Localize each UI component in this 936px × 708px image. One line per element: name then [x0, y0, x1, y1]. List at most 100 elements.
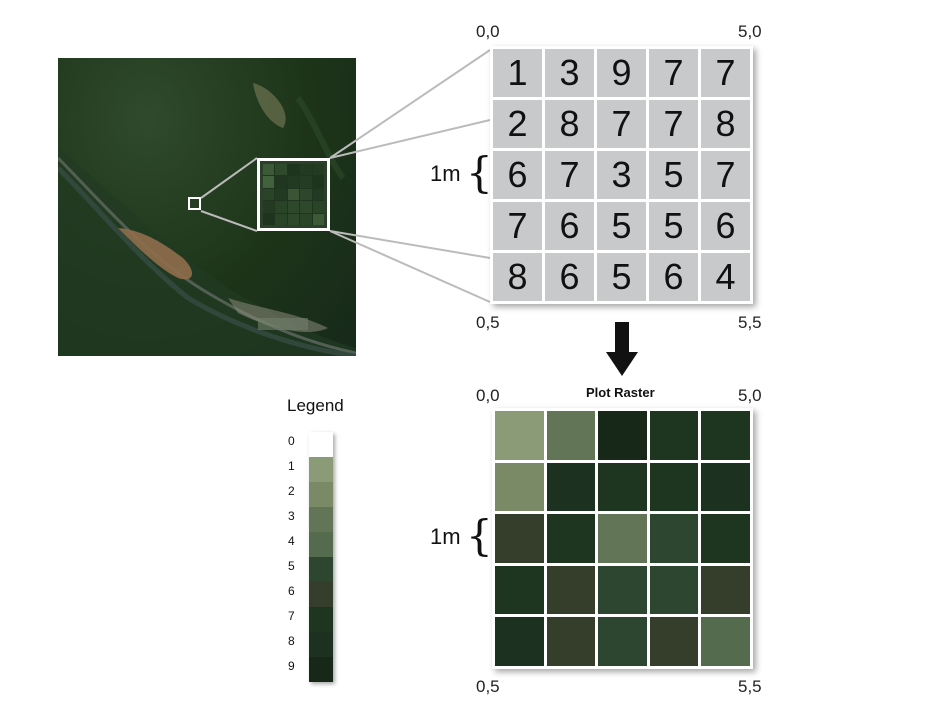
raster-cell — [495, 617, 544, 666]
raster-corner-top-right: 5,0 — [738, 386, 762, 405]
raster-corner-bottom-right: 5,5 — [738, 677, 762, 696]
connector-top-1 — [329, 49, 491, 159]
value-cell: 3 — [545, 49, 594, 97]
legend-swatch — [309, 582, 333, 607]
raster-cell — [598, 565, 647, 615]
connector-small-top — [200, 157, 258, 199]
raster-cell — [649, 514, 699, 563]
legend-swatch — [309, 557, 333, 582]
value-cell: 7 — [649, 49, 698, 97]
plot-raster-title: Plot Raster — [586, 385, 655, 400]
legend-color-bar — [309, 432, 333, 682]
raster-cell — [546, 617, 596, 666]
value-cell: 1 — [493, 49, 542, 97]
value-cell: 6 — [545, 253, 594, 301]
legend-label: 4 — [288, 534, 295, 548]
raster-cell — [495, 514, 544, 563]
raster-corner-bottom-left: 0,5 — [476, 677, 500, 696]
down-arrow-icon — [606, 322, 638, 376]
value-cell: 6 — [545, 202, 594, 250]
raster-cell — [495, 565, 544, 615]
raster-cell — [598, 462, 647, 512]
legend-label: 2 — [288, 484, 295, 498]
raster-scale-brace: { — [466, 511, 493, 560]
legend-swatch — [309, 657, 333, 682]
raster-cell — [649, 617, 699, 666]
value-cell: 8 — [545, 100, 594, 148]
raster-cell — [546, 565, 596, 615]
raster-cell — [546, 462, 596, 512]
value-cell: 6 — [493, 151, 542, 199]
value-cell: 6 — [701, 202, 750, 250]
raster-cell — [546, 411, 596, 460]
value-cell: 7 — [597, 100, 646, 148]
legend-label: 3 — [288, 509, 295, 523]
raster-cell — [701, 617, 750, 666]
raster-cell — [649, 462, 699, 512]
raster-cell — [598, 617, 647, 666]
value-grid-scale-label: 1m — [430, 161, 461, 186]
satellite-image — [58, 58, 356, 356]
legend-swatch — [309, 632, 333, 657]
value-cell: 5 — [597, 202, 646, 250]
legend-label: 6 — [288, 584, 295, 598]
value-cell: 7 — [701, 151, 750, 199]
value-cell: 5 — [649, 202, 698, 250]
value-cell: 2 — [493, 100, 542, 148]
raster-cell — [495, 411, 544, 460]
raster-scale-label: 1m — [430, 524, 461, 549]
raster-cell — [598, 514, 647, 563]
legend-label: 8 — [288, 634, 295, 648]
legend-swatch — [309, 482, 333, 507]
zoom-preview-grid — [263, 164, 324, 225]
connector-bottom-1 — [329, 230, 491, 259]
raster-cell — [598, 411, 647, 460]
legend-label: 9 — [288, 659, 295, 673]
value-cell: 7 — [649, 100, 698, 148]
legend-swatch — [309, 507, 333, 532]
raster-cell — [495, 462, 544, 512]
raster-cell — [649, 411, 699, 460]
raster-cell — [701, 565, 750, 615]
value-grid-corner-bottom-left: 0,5 — [476, 313, 500, 332]
raster-cell — [546, 514, 596, 563]
satellite-terrain — [58, 83, 356, 356]
small-selection-box — [188, 197, 201, 210]
value-cell: 6 — [649, 253, 698, 301]
value-grid: 1 3 9 7 7 2 8 7 7 8 6 7 3 5 7 7 6 5 5 6 … — [490, 46, 753, 304]
raster-cell — [701, 514, 750, 563]
raster-cell — [649, 565, 699, 615]
legend-label: 0 — [288, 434, 295, 448]
raster-grid — [492, 408, 753, 669]
legend-swatch — [309, 607, 333, 632]
legend-swatch — [309, 432, 333, 457]
value-cell: 7 — [493, 202, 542, 250]
value-grid-scale-brace: { — [466, 148, 493, 197]
raster-cell — [701, 462, 750, 512]
legend-label: 1 — [288, 459, 295, 473]
value-cell: 3 — [597, 151, 646, 199]
connector-top-2 — [329, 119, 491, 159]
value-grid-corner-bottom-right: 5,5 — [738, 313, 762, 332]
value-cell: 5 — [597, 253, 646, 301]
value-cell: 5 — [649, 151, 698, 199]
zoom-preview-box — [257, 158, 330, 231]
value-cell: 7 — [701, 49, 750, 97]
value-cell: 4 — [701, 253, 750, 301]
value-cell: 8 — [701, 100, 750, 148]
legend-swatch — [309, 457, 333, 482]
value-grid-corner-top-right: 5,0 — [738, 22, 762, 41]
raster-corner-top-left: 0,0 — [476, 386, 500, 405]
value-grid-corner-top-left: 0,0 — [476, 22, 500, 41]
legend-title: Legend — [287, 396, 344, 415]
value-cell: 8 — [493, 253, 542, 301]
legend-label: 7 — [288, 609, 295, 623]
legend-swatch — [309, 532, 333, 557]
legend-label: 5 — [288, 559, 295, 573]
raster-cell — [701, 411, 750, 460]
connector-bottom-2 — [329, 230, 491, 303]
connector-small-bottom — [200, 210, 258, 232]
value-cell: 9 — [597, 49, 646, 97]
value-cell: 7 — [545, 151, 594, 199]
